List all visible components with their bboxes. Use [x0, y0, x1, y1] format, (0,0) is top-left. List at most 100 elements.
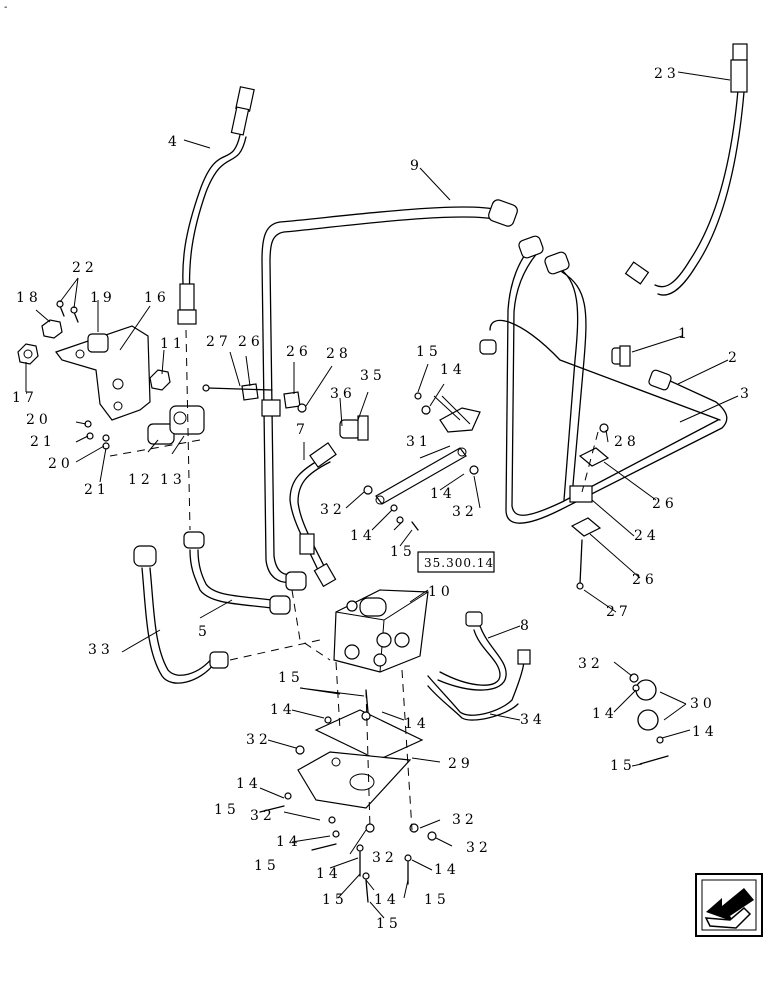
callout-9: 9: [410, 158, 423, 174]
nut-17: [17, 343, 39, 365]
callout-26b: 26: [286, 344, 312, 360]
callout-14e: 14: [404, 716, 430, 732]
callout-35: 35: [360, 368, 386, 384]
bracket-16: [55, 325, 151, 421]
tubes-2-3: [479, 235, 728, 524]
callout-14a: 14: [440, 362, 466, 378]
callout-28b: 28: [614, 434, 640, 450]
tube-33: [133, 545, 229, 684]
callout-5: 5: [198, 624, 211, 640]
callout-32f: 32: [452, 812, 478, 828]
callout-14f: 14: [236, 776, 262, 792]
callout-2: 2: [728, 350, 741, 366]
callout-32h: 32: [578, 656, 604, 672]
nut-18: [41, 319, 63, 339]
callout-32b: 32: [452, 504, 478, 520]
reference-label: 35.300.14: [424, 556, 494, 570]
callout-32g: 32: [466, 840, 492, 856]
leader-lines: [25, 71, 739, 919]
callout-36: 36: [330, 386, 356, 402]
hose-8: [437, 611, 507, 691]
bolt-27-set: [202, 384, 584, 590]
next-page-arrow-icon[interactable]: [695, 873, 763, 937]
callout-24: 24: [634, 528, 660, 544]
callout-14b: 14: [430, 486, 456, 502]
callout-27b: 27: [606, 604, 632, 620]
callout-30: 30: [690, 696, 716, 712]
callout-32e: 32: [372, 850, 398, 866]
callout-33: 33: [88, 642, 114, 658]
fitting-13: [169, 405, 205, 435]
callout-16: 16: [144, 290, 170, 306]
callout-14h: 14: [434, 862, 460, 878]
screws-22: [56, 300, 79, 323]
callout-15c: 15: [278, 670, 304, 686]
assembly-lines: [109, 329, 599, 831]
callout-21a: 21: [30, 434, 56, 450]
reference-callout[interactable]: 35.300.14: [417, 551, 495, 573]
callout-28a: 28: [326, 346, 352, 362]
corner-mark: -: [4, 2, 7, 13]
callout-34: 34: [520, 712, 546, 728]
clamp-24: [569, 485, 593, 503]
callout-26c: 26: [652, 496, 678, 512]
callout-15h: 15: [376, 916, 402, 932]
callout-32d: 32: [250, 808, 276, 824]
callout-32a: 32: [320, 502, 346, 518]
fitting-35: [339, 415, 369, 441]
callout-15e: 15: [254, 858, 280, 874]
fasteners: [259, 465, 669, 903]
callout-32c: 32: [246, 732, 272, 748]
callout-14d: 14: [270, 702, 296, 718]
callout-8: 8: [520, 618, 533, 634]
callout-15i: 15: [610, 758, 636, 774]
link-31: [375, 447, 467, 505]
callout-21b: 21: [84, 482, 110, 498]
callout-10: 10: [428, 584, 454, 600]
callout-29: 29: [448, 756, 474, 772]
callout-17: 17: [12, 390, 38, 406]
callout-15d: 15: [214, 802, 240, 818]
callout-4: 4: [168, 134, 181, 150]
callout-11: 11: [160, 336, 186, 352]
callout-26a: 26: [238, 334, 264, 350]
hose-4: [177, 86, 255, 325]
callout-14j: 14: [374, 892, 400, 908]
callout-12: 12: [128, 472, 154, 488]
valve-10: [333, 589, 429, 673]
callout-22: 22: [72, 260, 98, 276]
fitting-19: [87, 333, 109, 353]
callout-23: 23: [654, 66, 680, 82]
callout-14g: 14: [276, 834, 302, 850]
callout-15b: 15: [390, 544, 416, 560]
tube-34: [427, 649, 531, 721]
tube-9: [261, 199, 518, 591]
callout-18: 18: [16, 290, 42, 306]
callout-31: 31: [406, 434, 432, 450]
tube-5: [183, 531, 291, 615]
callout-14l: 14: [692, 724, 718, 740]
callout-26d: 26: [632, 572, 658, 588]
callout-27a: 27: [206, 334, 232, 350]
callout-15g: 15: [424, 892, 450, 908]
washers-20-21: [84, 420, 110, 450]
callout-15a: 15: [416, 344, 442, 360]
callout-3: 3: [740, 386, 753, 402]
callout-14c: 14: [350, 528, 376, 544]
callout-14k: 14: [592, 706, 618, 722]
clamp-26-set: [241, 383, 610, 537]
fitting-1: [611, 345, 631, 367]
callout-numbers: 4 23 9 1 2 3 22 19 16 18 17 11 12 13 20 …: [12, 66, 753, 932]
callout-20b: 20: [48, 456, 74, 472]
callout-1: 1: [678, 326, 691, 342]
hose-23: [624, 43, 748, 296]
callout-14i: 14: [316, 866, 342, 882]
callout-19: 19: [90, 290, 116, 306]
plate-29: [297, 709, 424, 809]
nut-11: [149, 369, 171, 391]
link-upper: [414, 392, 481, 433]
hose-7: [289, 442, 337, 588]
callout-7: 7: [296, 422, 309, 438]
